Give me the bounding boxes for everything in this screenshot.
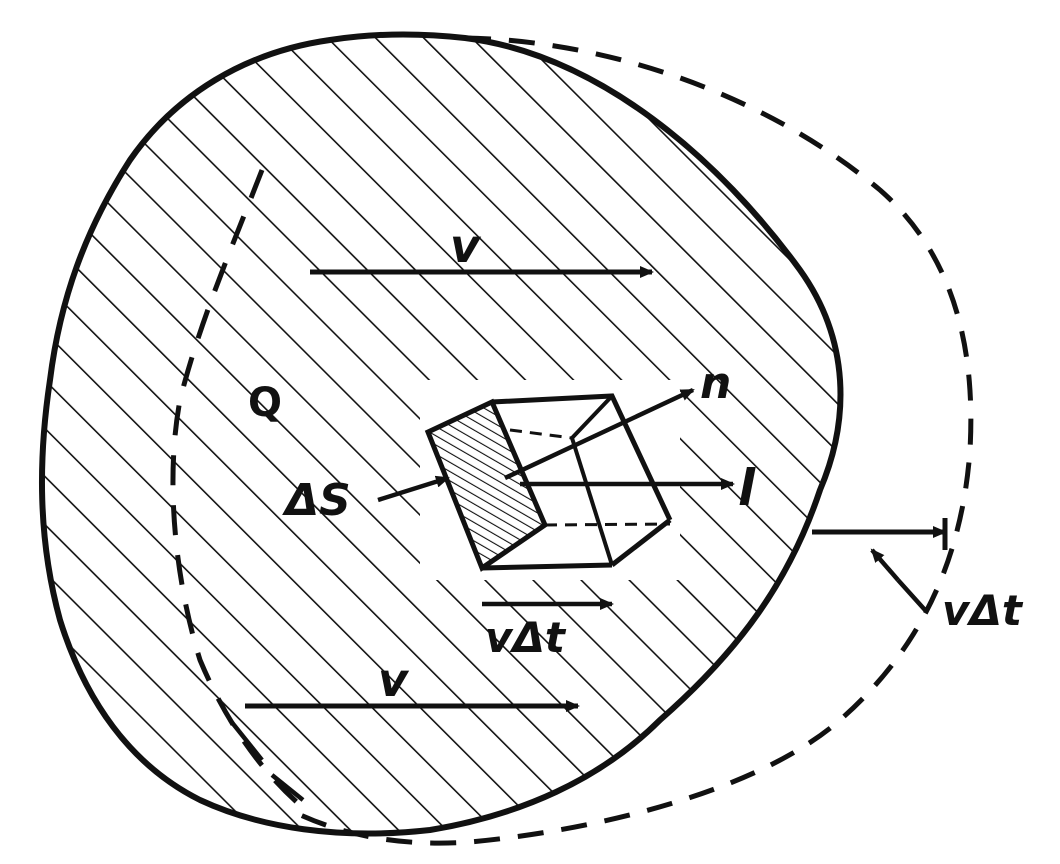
label-q: Q — [248, 380, 282, 426]
delta-s-pointer — [377, 475, 450, 503]
region-boundary — [38, 31, 844, 837]
label-v-top: v — [450, 219, 482, 273]
label-n: n — [700, 358, 731, 409]
label-v-delta-t-right: vΔt — [942, 586, 1024, 635]
bottom-tick-mark — [228, 718, 264, 762]
label-l: l — [738, 459, 756, 517]
right-displacement-marker — [812, 518, 948, 612]
inner-dashed-line — [170, 169, 302, 807]
displaced-boundary-dashed — [288, 35, 974, 846]
volume-element-prism — [420, 380, 680, 580]
label-delta-s: ΔS — [282, 475, 351, 526]
bottom-tick-mark-2 — [270, 773, 305, 802]
label-v-bottom: v — [378, 653, 410, 707]
normal-arrow-n — [504, 387, 695, 481]
label-v-delta-t-center: vΔt — [485, 613, 567, 662]
